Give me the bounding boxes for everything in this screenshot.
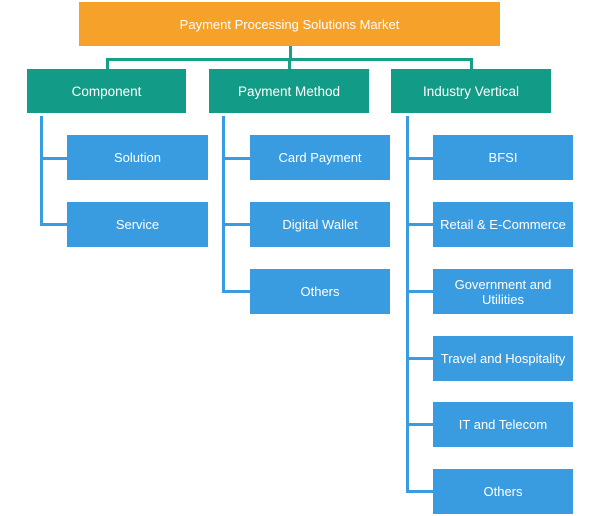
item-node-label: Solution: [114, 150, 161, 165]
item-node-label: Retail & E-Commerce: [440, 217, 566, 232]
item-node-label: Card Payment: [278, 150, 362, 165]
industry-vertical-branch-stub: [406, 423, 433, 426]
industry-vertical-branch-stub: [406, 490, 433, 493]
item-node-solution: Solution: [67, 135, 208, 180]
payment-method-branch-trunk: [222, 116, 225, 293]
item-node-label: Travel and Hospitality: [440, 351, 566, 366]
item-node-it-and-telecom: IT and Telecom: [433, 402, 573, 447]
component-branch-trunk: [40, 116, 43, 226]
item-node-retail-e-commerce: Retail & E-Commerce: [433, 202, 573, 247]
industry-vertical-branch-stub: [406, 223, 433, 226]
root-node-label: Payment Processing Solutions Market: [179, 16, 400, 32]
item-node-label: IT and Telecom: [458, 417, 548, 432]
category-node-component: Component: [27, 69, 186, 113]
item-node-travel-and-hospitality: Travel and Hospitality: [433, 336, 573, 381]
item-node-label: Service: [115, 217, 160, 232]
item-node-label: BFSI: [488, 150, 518, 165]
industry-vertical-branch-stub: [406, 157, 433, 160]
root-connector-trunk: [289, 46, 292, 59]
payment-method-branch-stub: [222, 157, 250, 160]
item-node-others: Others: [433, 469, 573, 514]
category-node-payment-method: Payment Method: [209, 69, 369, 113]
category-node-label: Industry Vertical: [422, 83, 520, 99]
item-node-label: Others: [300, 284, 340, 299]
category-node-industry-vertical: Industry Vertical: [391, 69, 551, 113]
item-node-label: Government and Utilities: [454, 276, 552, 307]
industry-vertical-branch-trunk: [406, 116, 409, 493]
payment-method-branch-stub: [222, 290, 250, 293]
root-connector-drop-industry-vertical: [470, 58, 473, 70]
item-node-others: Others: [250, 269, 390, 314]
item-node-government-and-utilities: Government and Utilities: [433, 269, 573, 314]
item-node-card-payment: Card Payment: [250, 135, 390, 180]
category-node-label: Component: [71, 83, 142, 99]
component-branch-stub: [40, 157, 67, 160]
payment-method-branch-stub: [222, 223, 250, 226]
category-node-label: Payment Method: [237, 83, 341, 99]
item-node-label: Others: [483, 484, 523, 499]
root-node: Payment Processing Solutions Market: [79, 2, 500, 46]
item-node-label: Digital Wallet: [282, 217, 358, 232]
root-connector-drop-payment-method: [288, 58, 291, 70]
component-branch-stub: [40, 223, 67, 226]
root-connector-drop-component: [106, 58, 109, 70]
item-node-bfsi: BFSI: [433, 135, 573, 180]
item-node-digital-wallet: Digital Wallet: [250, 202, 390, 247]
industry-vertical-branch-stub: [406, 357, 433, 360]
item-node-service: Service: [67, 202, 208, 247]
industry-vertical-branch-stub: [406, 290, 433, 293]
